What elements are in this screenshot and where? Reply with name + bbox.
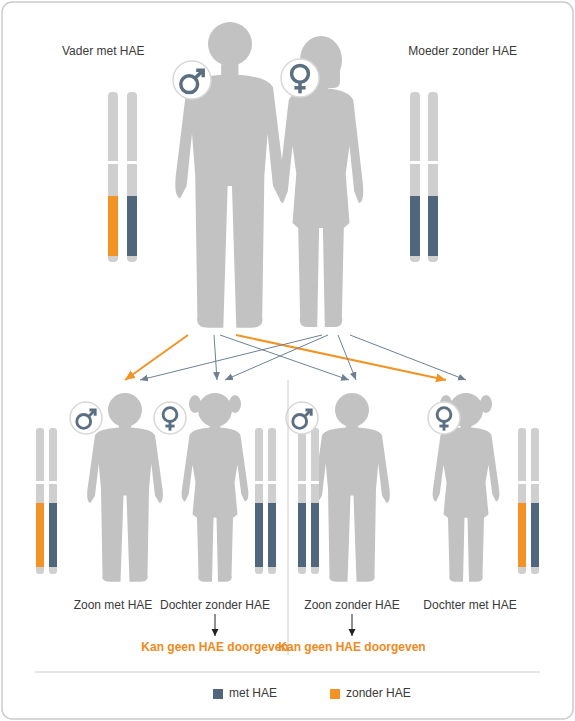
legend-swatch xyxy=(213,689,223,699)
divider xyxy=(288,380,289,655)
person-node: Zoon met HAE xyxy=(30,380,160,612)
legend-text: zonder HAE xyxy=(346,686,411,701)
person-node: Zoon zonder HAE xyxy=(292,380,410,612)
inheritance-arrow xyxy=(214,335,217,380)
inheritance-arrow xyxy=(125,335,188,380)
person-node: Dochter zonder HAE xyxy=(160,380,285,612)
inheritance-arrow xyxy=(350,335,466,380)
person-label: Dochter zonder HAE xyxy=(135,598,295,613)
person-label: Vader met HAE xyxy=(62,44,222,59)
person-node: Moeder zonder HAE xyxy=(300,40,520,335)
note-text: Kan geen HAE doorgeven xyxy=(277,640,427,655)
legend-text: met HAE xyxy=(229,686,277,701)
inheritance-arrow xyxy=(220,335,349,380)
gender-badges xyxy=(70,59,460,434)
person-label: Zoon zonder HAE xyxy=(272,598,432,613)
inheritance-arrow xyxy=(140,335,322,380)
inheritance-arrow xyxy=(236,335,446,380)
person-label: Moeder zonder HAE xyxy=(357,44,517,59)
person-node: Vader met HAE xyxy=(55,40,300,335)
inheritance-arrow xyxy=(225,335,328,380)
mother-figure xyxy=(279,36,364,327)
person-node: Dochter met HAE xyxy=(410,380,550,612)
inheritance-arrow xyxy=(338,335,356,380)
person-label: Dochter met HAE xyxy=(390,598,550,613)
child-figures xyxy=(87,393,499,582)
note-arrow xyxy=(352,614,353,636)
legend-swatch xyxy=(330,689,340,699)
note-text: Kan geen HAE doorgeven xyxy=(140,640,290,655)
legend-rule xyxy=(35,672,540,673)
note-arrow xyxy=(215,614,216,636)
